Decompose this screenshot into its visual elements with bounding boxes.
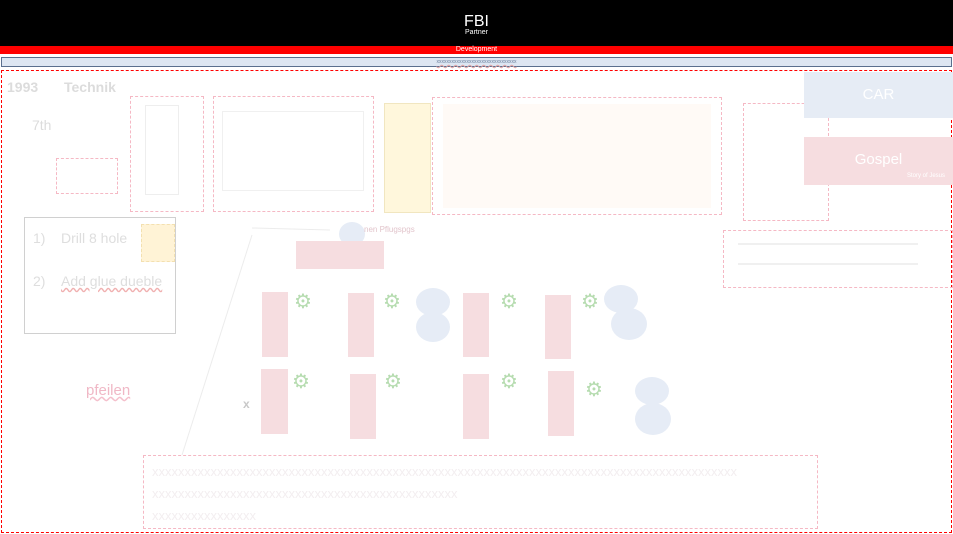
thumbnail-3-inner [443, 104, 711, 208]
bottom-text: xxxxxxxxxxxxxxxxxxxxxxxxxxxxxxxxxxxxxxxx… [152, 461, 752, 527]
pfeilen-label: pfeilen [86, 382, 131, 399]
drill-press-icon: ⚙ [585, 379, 603, 401]
step-2-text: Add glue dueble [61, 273, 163, 289]
bottom-text-line: xxxxxxxxxxxxxxxx [152, 508, 256, 523]
wood-piece [262, 292, 288, 357]
wood-piece [348, 293, 374, 357]
drill-press-icon: ⚙ [292, 371, 310, 393]
wood-piece [261, 369, 288, 434]
slide-year: 1993 [7, 79, 39, 95]
dowel-icon [416, 288, 450, 316]
multiply-label: x [243, 397, 250, 411]
wood-piece [545, 295, 571, 359]
label-block[interactable] [296, 241, 384, 269]
gospel-tile[interactable]: Gospel Story of Jesus [804, 137, 953, 185]
thumbnail-1-inner [145, 105, 179, 195]
arrow-icon [181, 227, 331, 456]
gospel-tile-label: Gospel [854, 151, 903, 168]
drill-press-icon: ⚙ [294, 291, 312, 313]
dowel-icon [635, 377, 669, 405]
app-subtitle: Partner [465, 29, 488, 36]
slide-section: Technik [64, 79, 116, 95]
bottom-text-line: xxxxxxxxxxxxxxxxxxxxxxxxxxxxxxxxxxxxxxxx… [152, 464, 737, 479]
bottom-text-line: xxxxxxxxxxxxxxxxxxxxxxxxxxxxxxxxxxxxxxxx… [152, 486, 458, 501]
top-bar [0, 0, 953, 46]
slide-frame[interactable] [1, 70, 952, 533]
app-title: FBI [464, 13, 489, 30]
nav-bar-label: xxxxxxxxxxxxxxxxxxxxxxxxxxxxxxxx [436, 59, 517, 65]
development-label: Development [455, 46, 498, 53]
nav-bar[interactable] [1, 57, 952, 67]
steps-box[interactable] [24, 217, 176, 334]
car-tile[interactable]: CAR [804, 72, 953, 118]
right-text-box[interactable] [723, 230, 953, 288]
text-line [738, 263, 918, 265]
step-2-number: 2) [33, 273, 46, 289]
drill-press-icon: ⚙ [500, 291, 518, 313]
step-label: 7th [32, 117, 52, 133]
car-tile-label: CAR [862, 86, 895, 103]
drill-press-icon: ⚙ [384, 371, 402, 393]
spacer-band [0, 54, 953, 57]
thumbnail-1[interactable] [130, 96, 204, 212]
bottom-text-box[interactable] [143, 455, 818, 529]
thumbnail-3[interactable] [432, 97, 722, 215]
wood-piece [350, 374, 376, 439]
thumbnail-2[interactable] [213, 96, 374, 212]
dowel-icon [611, 308, 647, 340]
drill-press-icon: ⚙ [500, 371, 518, 393]
development-band[interactable] [0, 46, 953, 54]
placeholder-box[interactable] [56, 158, 118, 194]
yellow-note[interactable] [384, 103, 431, 213]
thumbnail-2-inner [222, 111, 364, 191]
wood-piece [463, 374, 489, 439]
drill-press-icon: ⚙ [383, 291, 401, 313]
gospel-tile-sub: Story of Jesus [906, 173, 945, 179]
wood-piece [463, 293, 489, 357]
step-1-text: Drill 8 hole [61, 230, 128, 246]
dowel-icon [635, 403, 671, 435]
caption-small: nen Pflugspgs [364, 225, 415, 234]
dowel-icon [416, 312, 450, 342]
step-1-number: 1) [33, 230, 46, 246]
wood-piece [548, 371, 574, 436]
drill-press-icon: ⚙ [581, 291, 599, 313]
text-line [738, 243, 918, 245]
hole-marker [141, 224, 175, 262]
